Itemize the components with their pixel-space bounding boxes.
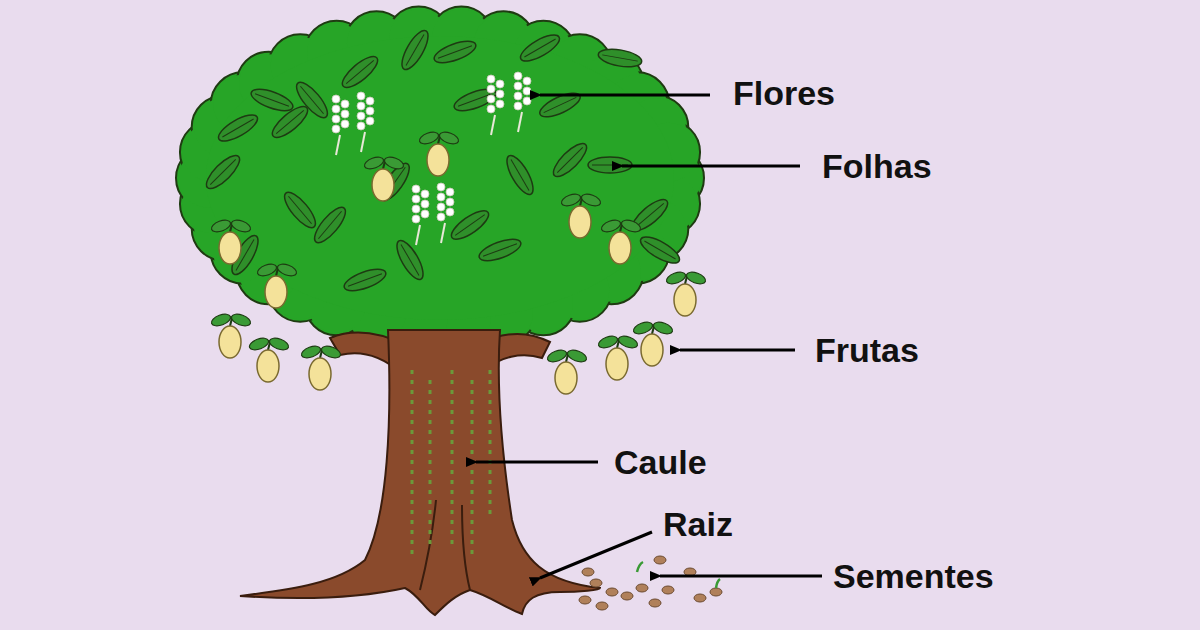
fruit-group bbox=[210, 130, 707, 394]
flower-group bbox=[332, 72, 531, 245]
part-label: Raiz bbox=[663, 507, 733, 541]
seed-group bbox=[579, 556, 722, 610]
part-label: Flores bbox=[733, 76, 835, 110]
part-label: Caule bbox=[614, 445, 707, 479]
leader-lines bbox=[476, 95, 822, 578]
part-label: Folhas bbox=[822, 149, 932, 183]
tree-canopy bbox=[176, 7, 704, 350]
part-label: Frutas bbox=[815, 333, 919, 367]
tree-trunk bbox=[240, 330, 600, 615]
leaf-group bbox=[202, 27, 683, 295]
part-label: Sementes bbox=[833, 559, 994, 593]
